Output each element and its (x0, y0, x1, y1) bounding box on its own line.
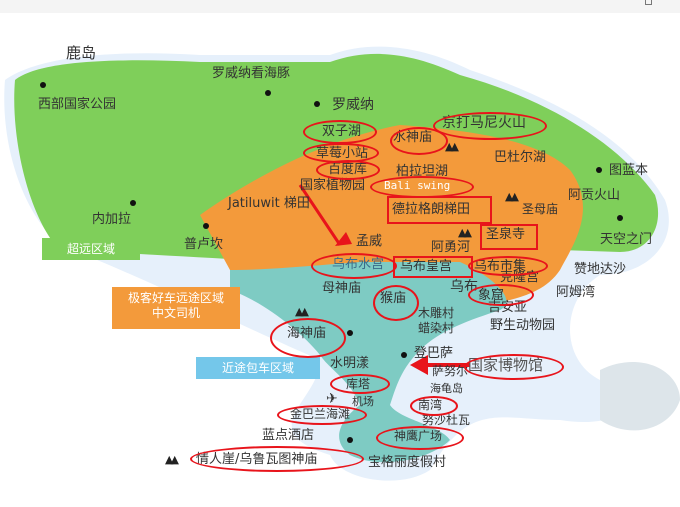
label-canggu: 水明漾 (330, 356, 370, 371)
label-ayung: 阿勇河 (431, 240, 471, 255)
label-ubud-palace: 乌布皇宫 (400, 259, 453, 274)
dot-negara (130, 200, 136, 206)
dot-denpasar (401, 352, 407, 358)
label-pupuan: 普卢坎 (184, 237, 224, 252)
highlight-baidu (316, 160, 380, 180)
highlight-water-temple (390, 127, 448, 155)
label-holy-spring: 圣泉寺 (486, 227, 526, 242)
zone-far: 超远区域 (42, 238, 140, 260)
highlight-tanah-lot (270, 318, 346, 358)
label-agung: 阿贡火山 (568, 188, 621, 203)
highlight-jimbaran (277, 405, 367, 425)
arrow-swing (298, 184, 342, 246)
label-lovina: 罗威纳 (332, 97, 374, 113)
label-west-park: 西部国家公园 (38, 97, 117, 112)
label-woodcarving: 木雕村 (418, 306, 455, 320)
dot-sky-gate (617, 215, 623, 221)
highlight-monkey (373, 285, 419, 321)
nusa-penida (600, 361, 680, 431)
label-turtle: 海龟岛 (430, 382, 463, 395)
label-lurus: 鹿岛 (66, 44, 97, 62)
dot-tanah-lot (347, 330, 353, 336)
dot-west-park (40, 82, 46, 88)
highlight-twin-lake (303, 120, 377, 144)
highlight-kuta (330, 374, 390, 394)
label-lovina-dolphin: 罗威纳看海豚 (212, 66, 291, 81)
mountain-icon: ▲▲ (445, 140, 459, 153)
dot-lovina-dolphin (265, 90, 271, 96)
highlight-gwk (376, 426, 464, 450)
label-safari: 野生动物园 (490, 318, 556, 333)
label-sidemen: 赞地达沙 (574, 262, 627, 277)
dot-pupuan (203, 223, 209, 229)
label-bvlgari: 宝格丽度假村 (368, 455, 447, 470)
highlight-batur (433, 112, 547, 140)
airplane-icon: ✈ (326, 391, 338, 407)
highlight-goa-gajah (468, 284, 534, 306)
label-nusa-dua: 努沙杜瓦 (422, 413, 471, 427)
label-botanic: 国家植物园 (300, 178, 366, 193)
label-mengwi: 孟威 (356, 234, 383, 249)
highlight-ubud-palace (393, 256, 473, 278)
arrow-head-swing (335, 232, 352, 246)
label-airport: 机场 (352, 395, 374, 408)
top-bar (0, 0, 680, 13)
highlight-museum (464, 354, 564, 380)
label-sky-gate: 天空之门 (600, 232, 653, 247)
label-tulamben: 图蓝本 (609, 163, 649, 178)
mountain-icon: ▲▲ (505, 190, 519, 203)
highlight-tegalalang (387, 196, 492, 224)
label-tegalalang: 德拉格朗梯田 (392, 202, 471, 217)
mountain-icon: ▲▲ (458, 226, 472, 239)
label-sanur: 萨努尔 (432, 364, 469, 378)
label-amed: 阿姆湾 (556, 285, 596, 300)
arrow-head-museum (410, 355, 428, 375)
zone-mid: 极客好车远途区域 中文司机 (112, 287, 240, 329)
label-jatiluwih: Jatiluwit 梯田 (228, 196, 310, 211)
label-negara: 内加拉 (92, 212, 132, 227)
highlight-uluwatu (190, 446, 364, 472)
label-mother-temple: 圣母庙 (522, 202, 559, 216)
label-batik: 蜡染村 (418, 321, 455, 335)
mountain-icon: ▲▲ (165, 453, 179, 466)
label-batur-lake: 巴杜尔湖 (494, 150, 547, 165)
window-icon[interactable] (645, 0, 652, 5)
dot-tulamben (596, 167, 602, 173)
dot-blue-point (347, 437, 353, 443)
teal-region (230, 262, 507, 463)
dot-lovina (314, 101, 320, 107)
highlight-ubud-water (311, 253, 397, 279)
label-bratan-lake: 柏拉坦湖 (396, 164, 449, 179)
highlight-ubud-market (468, 256, 548, 276)
label-blue-point: 蓝点酒店 (262, 428, 315, 443)
label-taman-ayun: 母神庙 (322, 281, 362, 296)
zone-near: 近途包车区域 (196, 357, 320, 379)
mountain-icon: ▲▲ (295, 305, 309, 318)
highlight-south-bay (410, 396, 458, 416)
highlight-bali-swing (370, 176, 474, 198)
highlight-holy-spring (480, 224, 538, 250)
label-denpasar: 登巴萨 (414, 346, 454, 361)
